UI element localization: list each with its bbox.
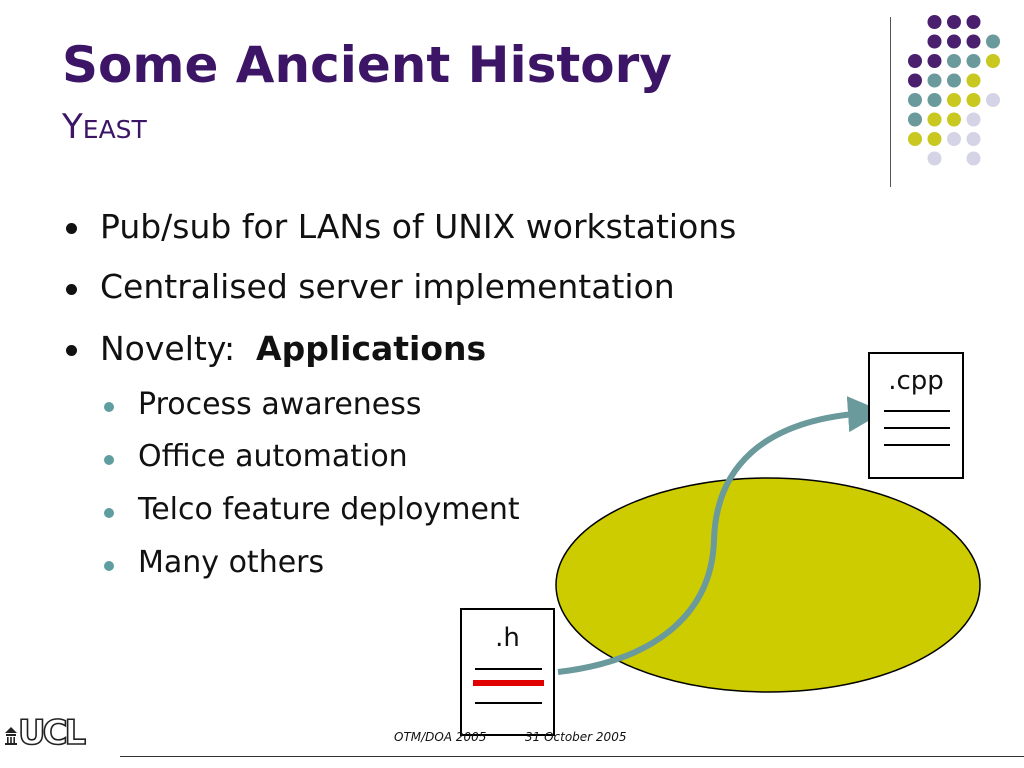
decor-dot: [966, 112, 981, 127]
footer-date: 31 October 2005: [525, 730, 627, 744]
decor-dot: [986, 34, 1000, 49]
cpp-label: .cpp: [888, 366, 944, 396]
h-line: [475, 668, 542, 670]
decor-dot: [927, 132, 942, 146]
decor-dot: [927, 151, 942, 166]
footer-conference: OTM/DOA 2005: [394, 730, 487, 744]
h-document: .h: [460, 608, 555, 736]
cpp-line: [884, 427, 950, 429]
slide-subtitle: YEAST: [62, 110, 147, 144]
subtitle-initial: Y: [62, 107, 83, 147]
decor-dot: [966, 54, 981, 68]
decor-dot: [966, 151, 981, 166]
ucl-logo-text: UCL: [17, 713, 87, 753]
bullet-marker: [66, 345, 77, 356]
bullet-centralised: Centralised server implementation: [100, 267, 675, 306]
slide-title: Some Ancient History: [62, 36, 672, 94]
runtime-ellipse: [555, 477, 981, 693]
decor-dot: [947, 54, 961, 68]
decor-dot: [927, 73, 942, 88]
decor-dot: [927, 112, 942, 127]
novelty-bold: Applications: [256, 329, 487, 368]
decor-dot: [908, 112, 922, 127]
decor-dot: [947, 15, 961, 29]
h-highlight-line: [473, 680, 544, 686]
h-line: [475, 702, 542, 704]
decor-dot: [947, 73, 961, 88]
footer-divider: [120, 756, 1024, 757]
decor-dot: [966, 34, 981, 49]
decor-dot: [908, 73, 922, 88]
decor-dot: [966, 93, 981, 107]
decor-dot: [947, 112, 961, 127]
decor-dot: [966, 15, 981, 29]
ucl-portico-icon: [5, 727, 17, 745]
decor-dot: [986, 54, 1000, 68]
subbullet-marker: [104, 508, 114, 518]
subbullet-telco: Telco feature deployment: [138, 492, 520, 527]
decor-dot: [927, 54, 942, 68]
decor-dot: [947, 34, 961, 49]
decor-dot: [966, 132, 981, 146]
decor-dot: [966, 73, 981, 88]
decor-dot: [927, 34, 942, 49]
bullet-marker: [66, 223, 77, 234]
decor-dot: [947, 132, 961, 146]
decor-dot: [927, 15, 942, 29]
subbullet-marker: [104, 455, 114, 465]
subbullet-marker: [104, 402, 114, 412]
transformation-arrow: [557, 396, 884, 675]
subbullet-others: Many others: [138, 545, 325, 580]
novelty-prefix: Novelty:: [100, 329, 257, 368]
decor-dot: [927, 93, 942, 107]
subbullet-process: Process awareness: [138, 387, 422, 422]
bullet-pubsub: Pub/sub for LANs of UNIX workstations: [100, 207, 737, 246]
subbullet-office: Office automation: [138, 439, 408, 474]
title-divider: [890, 17, 891, 187]
subtitle-rest: EAST: [82, 115, 147, 144]
decor-dot: [908, 54, 922, 68]
decor-dot: [908, 132, 922, 146]
decor-dot: [986, 93, 1000, 107]
cpp-line: [884, 410, 950, 412]
decorative-dot-grid: [908, 15, 1000, 166]
bullet-marker: [66, 284, 77, 295]
h-label: .h: [495, 623, 520, 653]
decor-dot: [908, 93, 922, 107]
bullet-novelty: Novelty: Applications: [100, 332, 486, 365]
subbullet-marker: [104, 561, 114, 571]
cpp-document: .cpp: [868, 352, 964, 479]
cpp-line: [884, 444, 950, 446]
decor-dot: [947, 93, 961, 107]
